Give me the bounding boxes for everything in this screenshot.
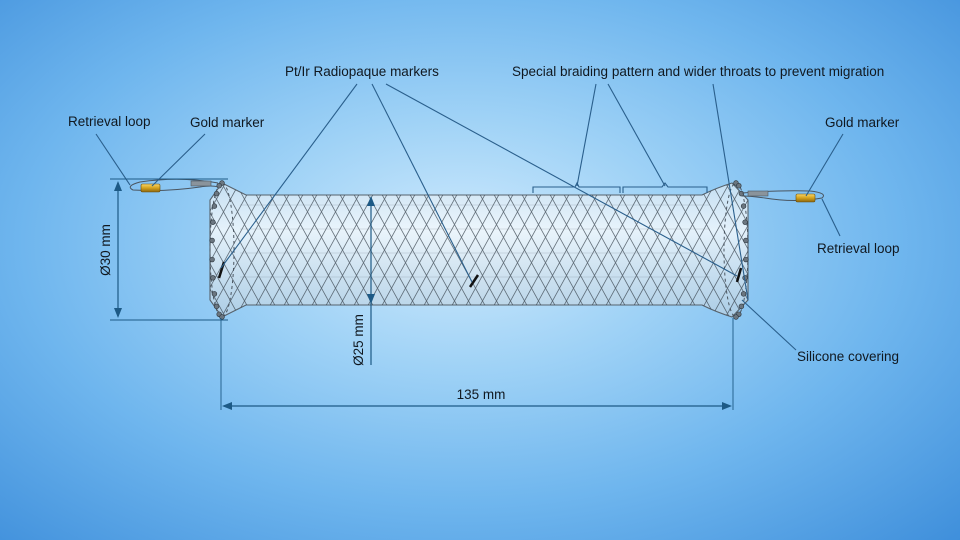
stent-body [209,180,749,320]
leader-braiding-1 [576,83,597,187]
leader-gold-right [805,133,844,197]
retrieval-loop-right-label: Retrieval loop [817,241,900,256]
leader-retrieval-right [821,198,841,237]
pt-ir-markers-label: Pt/Ir Radiopaque markers [285,64,439,79]
braiding-label: Special braiding pattern and wider throa… [512,64,885,79]
right-end-beads [733,180,749,320]
gold-marker-left-label: Gold marker [190,115,265,130]
bracket-braiding-right [622,182,708,193]
dimension-label-25: Ø25 mm [351,314,366,366]
gold-marker-right-label: Gold marker [825,115,900,130]
leader-pt-ir-left [220,83,358,269]
pt-ir-marker-right [735,267,743,283]
leader-gold-left [151,133,206,187]
bracket-braiding-left [532,181,621,193]
leader-retrieval-left [95,133,131,186]
leader-braiding-2 [607,83,666,187]
leader-braiding-3 [712,83,749,301]
left-end-beads [209,180,225,320]
retrieval-loop-right [741,190,824,201]
dimension-label-30: Ø30 mm [98,224,113,276]
leader-pt-ir-middle [371,83,473,283]
dimension-lines [110,178,734,410]
pt-ir-marker-middle [468,274,480,288]
leader-pt-ir-right [385,83,738,277]
gold-marker-right [795,193,816,203]
dimension-label-135: 135 mm [457,387,506,402]
leader-lines [95,83,844,351]
silicone-covering-label: Silicone covering [797,349,900,364]
leader-silicone [741,299,797,351]
gold-marker-left [140,183,161,193]
retrieval-loop-left-label: Retrieval loop [68,114,151,129]
right-flare-ring [723,182,749,318]
